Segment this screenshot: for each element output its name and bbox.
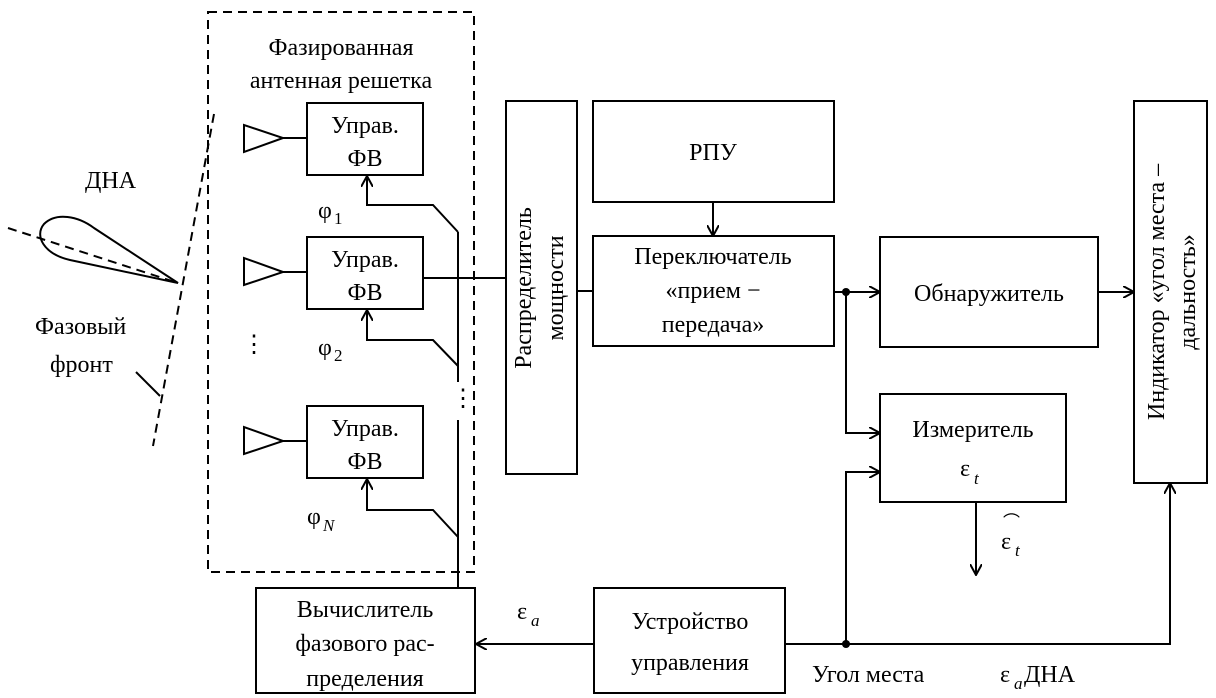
antenna-element-n: Управ. ФВ φ N (243, 405, 459, 538)
phase-control-line-1 (367, 176, 459, 233)
antenna-pattern: ДНА Фазовый фронт (7, 113, 215, 447)
elements-ellipsis: ⋮ (242, 332, 266, 358)
phase-shifter-label-nb: ФВ (348, 449, 383, 475)
control-device-box (593, 587, 786, 694)
indicator-box (1133, 100, 1208, 484)
control-to-meter-arrow (845, 472, 880, 644)
transmitter-block: РПУ (592, 100, 835, 203)
phase-front-line (152, 113, 215, 447)
phase-shifter-label-1a: Управ. (331, 113, 399, 139)
elevation-label-suffix: ДНА (1024, 662, 1076, 688)
rpu-box (592, 100, 835, 203)
beam-lobe-shape (39, 215, 179, 284)
phase-front-pointer (135, 371, 161, 397)
indicator-label-2: дальность» (1175, 234, 1201, 350)
dna-label: ДНА (85, 168, 137, 194)
phase-computer-label-3: пределения (306, 666, 423, 692)
phase-computer-label-2: фазового рас- (295, 631, 434, 657)
power-distributor-label-1: Распределитель (511, 207, 537, 369)
phase-computer-label-1: Вычислитель (297, 597, 434, 623)
elevation-label-eps: ε (1000, 662, 1010, 688)
control-device-block: Устройство управления (593, 587, 786, 694)
phase-shifter-label-2a: Управ. (331, 247, 399, 273)
eps-estimate-subscript: t (1015, 541, 1021, 560)
phase-shifter-label-2b: ФВ (348, 280, 383, 306)
phase-shifter-label-1b: ФВ (348, 146, 383, 172)
phased-array-title-2: антенная решетка (250, 68, 433, 94)
control-to-indicator-arrow (846, 483, 1170, 645)
elevation-label-prefix: Угол места (812, 662, 925, 688)
antenna-triangle-icon (243, 425, 287, 456)
eps-estimate-symbol: ε (1001, 529, 1011, 555)
phase-shifter-box-1 (306, 102, 424, 176)
phi-1-symbol: φ (318, 198, 332, 224)
power-distributor-box (505, 100, 578, 475)
antenna-element-1: Управ. ФВ φ 1 (243, 102, 459, 233)
detector-label: Обнаружитель (914, 281, 1064, 307)
phased-array-group: Фазированная антенная решетка Управ. ФВ … (207, 11, 475, 588)
beam-axis-line (7, 227, 179, 284)
phase-front-label-1: Фазовый (35, 314, 126, 340)
phase-shifter-box-n (306, 405, 424, 479)
phase-computer-box (255, 587, 476, 694)
phase-control-line-n (367, 479, 459, 538)
detector-box (879, 236, 1099, 348)
eps-a-symbol: ε (517, 599, 527, 625)
elevation-label: Угол места ε a ДНА (812, 662, 1076, 693)
switch-label-2: «прием − (665, 278, 760, 304)
meter-box (879, 393, 1067, 503)
control-device-label-1: Устройство (632, 609, 749, 635)
switch-label-3: передача» (662, 312, 764, 338)
control-device-label-2: управления (631, 650, 749, 676)
phase-control-line-2 (367, 310, 459, 367)
phase-computer-block: Вычислитель фазового рас- пределения (255, 587, 476, 694)
phase-front-label-2: фронт (50, 352, 113, 378)
phase-shifter-box-2 (306, 236, 424, 310)
bus-ellipsis: ⋮ (451, 386, 475, 412)
antenna-triangle-icon (243, 256, 287, 287)
phi-n-subscript: N (322, 516, 336, 535)
indicator-block: Индикатор «угол места – дальность» (1133, 100, 1208, 484)
antenna-element-2: Управ. ФВ φ 2 (243, 236, 459, 367)
power-distributor: Распределитель мощности (505, 100, 578, 475)
meter-eps-subscript: t (974, 469, 980, 488)
antenna-triangle-icon (243, 123, 287, 154)
phi-1-subscript: 1 (334, 209, 343, 228)
phi-2-symbol: φ (318, 335, 332, 361)
tx-rx-switch-block: Переключатель «прием − передача» (592, 235, 835, 347)
rpu-label: РПУ (689, 140, 737, 166)
phased-array-title-1: Фазированная (269, 35, 414, 61)
indicator-label-1: Индикатор «угол места – (1144, 163, 1170, 420)
meter-block: Измеритель ε t (879, 393, 1067, 503)
switch-label-1: Переключатель (634, 244, 792, 270)
detector-block: Обнаружитель (879, 236, 1099, 348)
phased-array-boundary (207, 11, 475, 573)
to-meter-arrow (845, 292, 880, 433)
meter-label: Измеритель (912, 417, 1033, 443)
phi-2-subscript: 2 (334, 346, 343, 365)
elevation-label-subscript: a (1014, 674, 1023, 693)
meter-eps-symbol: ε (960, 456, 970, 482)
phase-shifter-label-na: Управ. (331, 416, 399, 442)
eps-estimate-hat: ⌒ (1003, 513, 1020, 532)
tx-rx-switch-box (592, 235, 835, 347)
power-distributor-label-2: мощности (543, 235, 569, 340)
eps-a-subscript: a (531, 611, 540, 630)
phi-n-symbol: φ (307, 504, 321, 530)
